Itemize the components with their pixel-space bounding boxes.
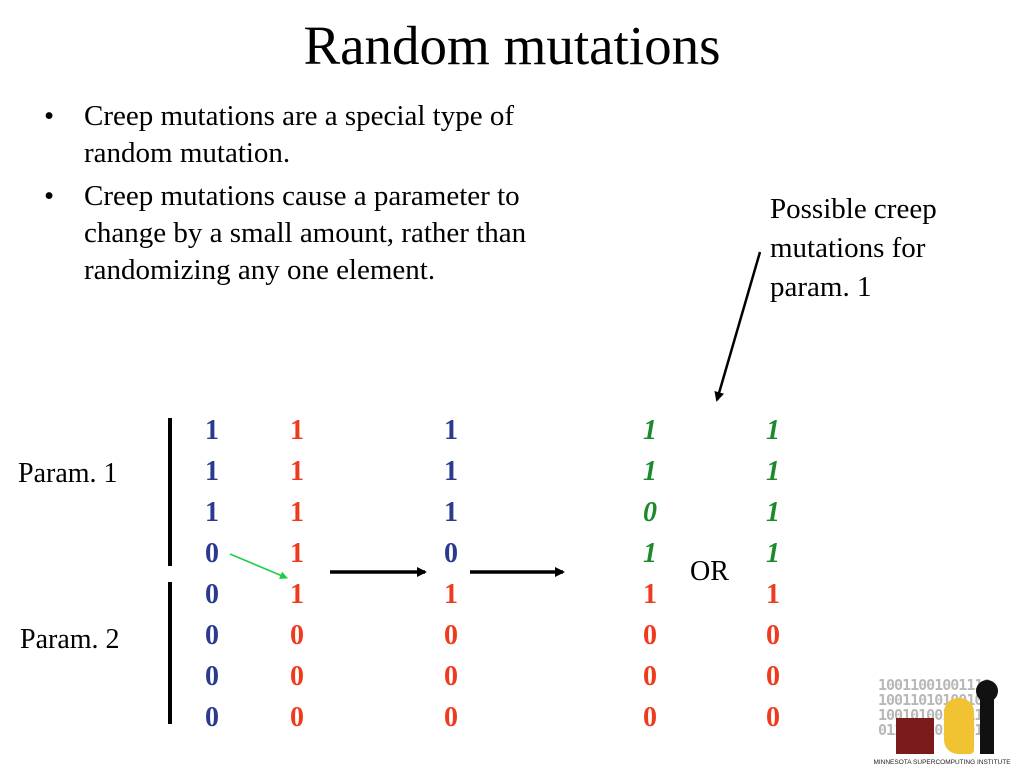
msi-logo: 10011001001110 1001101010010 10010100110…	[866, 678, 1018, 767]
bit: 0	[205, 661, 219, 692]
or-label: OR	[690, 556, 729, 587]
bit: 1	[766, 415, 780, 446]
green-mutation-arrow	[229, 553, 288, 579]
bullet-dot: •	[44, 180, 55, 212]
bit: 1	[290, 538, 304, 569]
bit: 0	[290, 661, 304, 692]
bit: 0	[766, 620, 780, 651]
logo-i-shape	[980, 690, 994, 754]
bullet-item: • Creep mutations cause a parameter to c…	[38, 178, 578, 289]
bit-column-result: 1 1 1 0 1 0 0 0	[436, 410, 466, 738]
bit: 0	[205, 620, 219, 651]
bit: 1	[205, 456, 219, 487]
bit: 0	[643, 497, 657, 528]
bit: 1	[444, 579, 458, 610]
bit: 0	[766, 661, 780, 692]
bit: 1	[643, 415, 657, 446]
bit-column-original: 1 1 1 0 0 0 0 0	[197, 410, 227, 738]
param-1-label: Param. 1	[18, 458, 118, 489]
bit: 1	[290, 415, 304, 446]
bit: 0	[643, 661, 657, 692]
bit: 1	[444, 415, 458, 446]
bullet-text: Creep mutations cause a parameter to cha…	[84, 180, 527, 286]
bit: 1	[205, 415, 219, 446]
callout-pointer-arrow	[714, 251, 762, 402]
bit: 1	[290, 579, 304, 610]
bit: 0	[444, 620, 458, 651]
bit-column-creep-option-2: 1 1 1 1 1 0 0 0	[758, 410, 788, 738]
bit-column-mutated: 1 1 1 1 1 0 0 0	[282, 410, 312, 738]
bit-column-creep-option-1: 1 1 0 1 1 0 0 0	[635, 410, 665, 738]
bit: 1	[205, 497, 219, 528]
callout-text: Possible creep mutations for param. 1	[770, 193, 937, 303]
bit: 1	[766, 579, 780, 610]
bit: 0	[766, 702, 780, 733]
bit: 0	[290, 620, 304, 651]
param-1-bracket	[168, 418, 172, 566]
bit: 0	[643, 620, 657, 651]
bit: 1	[290, 456, 304, 487]
bit: 0	[205, 579, 219, 610]
param-2-bracket	[168, 582, 172, 724]
bullet-text: Creep mutations are a special type of ra…	[84, 100, 515, 169]
bit: 1	[290, 497, 304, 528]
bit: 0	[444, 702, 458, 733]
param-2-label: Param. 2	[20, 624, 120, 655]
bit: 0	[444, 538, 458, 569]
bit: 1	[444, 497, 458, 528]
bit: 1	[766, 538, 780, 569]
bit: 1	[766, 456, 780, 487]
bit: 0	[290, 702, 304, 733]
bit: 1	[444, 456, 458, 487]
slide-title: Random mutations	[303, 15, 721, 76]
bit: 1	[643, 579, 657, 610]
bit: 0	[205, 702, 219, 733]
bit: 0	[643, 702, 657, 733]
bit: 1	[643, 538, 657, 569]
bit: 1	[643, 456, 657, 487]
bullet-list: • Creep mutations are a special type of …	[38, 98, 578, 295]
logo-caption: MINNESOTA SUPERCOMPUTING INSTITUTE	[873, 759, 1011, 766]
logo-s-shape	[944, 698, 974, 754]
bit: 0	[205, 538, 219, 569]
bit: 1	[766, 497, 780, 528]
bullet-dot: •	[44, 100, 55, 132]
logo-m-shape	[896, 718, 934, 754]
bullet-item: • Creep mutations are a special type of …	[38, 98, 578, 172]
bit: 0	[444, 661, 458, 692]
